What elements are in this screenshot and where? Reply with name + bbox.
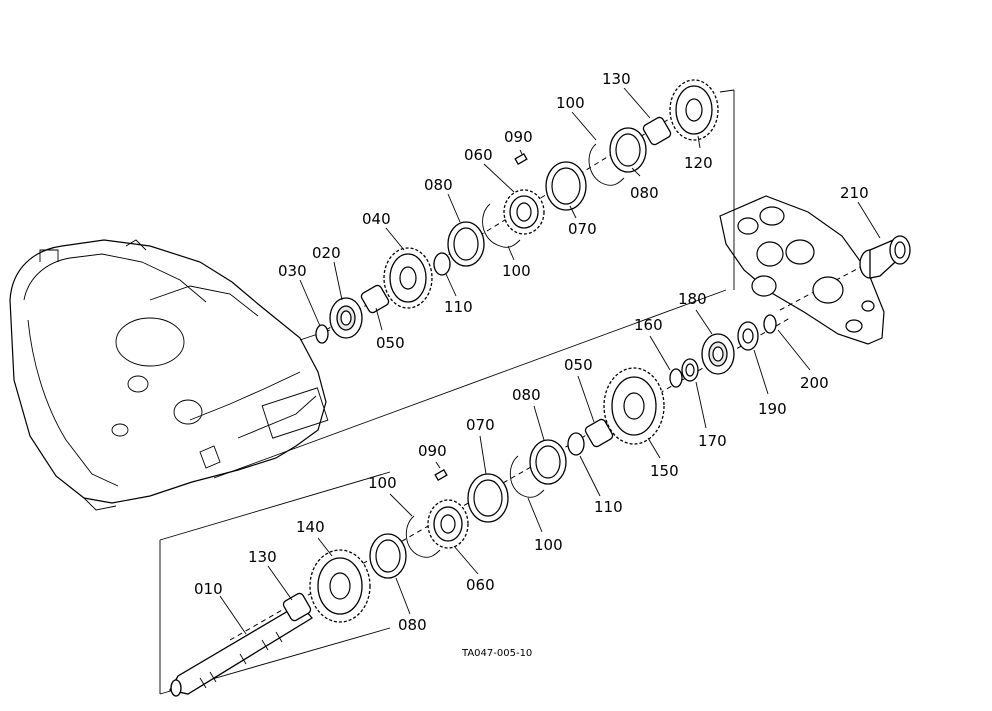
callout-120: 120	[684, 154, 713, 172]
callout-080: 080	[512, 386, 541, 404]
callout-090: 090	[504, 128, 533, 146]
callout-130: 130	[602, 70, 631, 88]
callout-080: 080	[398, 616, 427, 634]
callout-080: 080	[424, 176, 453, 194]
callout-210: 210	[840, 184, 869, 202]
callout-030: 030	[278, 262, 307, 280]
drawing-code: TA047-005-10	[461, 648, 532, 659]
callout-130: 130	[248, 548, 277, 566]
callout-110: 110	[444, 298, 473, 316]
rear-cover-plate	[719, 195, 885, 345]
callout-170: 170	[698, 432, 727, 450]
callout-020: 020	[312, 244, 341, 262]
leader-lines	[219, 87, 881, 635]
callout-040: 040	[362, 210, 391, 228]
callout-010: 010	[194, 580, 223, 598]
callout-110: 110	[594, 498, 623, 516]
callout-090: 090	[418, 442, 447, 460]
callout-050: 050	[376, 334, 405, 352]
callout-080: 080	[630, 184, 659, 202]
callout-150: 150	[650, 462, 679, 480]
transmission-housing	[9, 239, 329, 511]
callout-100: 100	[368, 474, 397, 492]
callout-180: 180	[678, 290, 707, 308]
callout-190: 190	[758, 400, 787, 418]
callout-050: 050	[564, 356, 593, 374]
lower-shaft-parts	[168, 235, 911, 697]
callout-100: 100	[534, 536, 563, 554]
callout-labels: 030 020 040 050 080 110 060 090 100 100 …	[194, 70, 869, 659]
callout-160: 160	[634, 316, 663, 334]
callout-140: 140	[296, 518, 325, 536]
callout-200: 200	[800, 374, 829, 392]
callout-070: 070	[466, 416, 495, 434]
upper-shaft-parts	[315, 79, 719, 344]
callout-060: 060	[466, 576, 495, 594]
callout-100: 100	[556, 94, 585, 112]
callout-100: 100	[502, 262, 531, 280]
callout-070: 070	[568, 220, 597, 238]
callout-060: 060	[464, 146, 493, 164]
